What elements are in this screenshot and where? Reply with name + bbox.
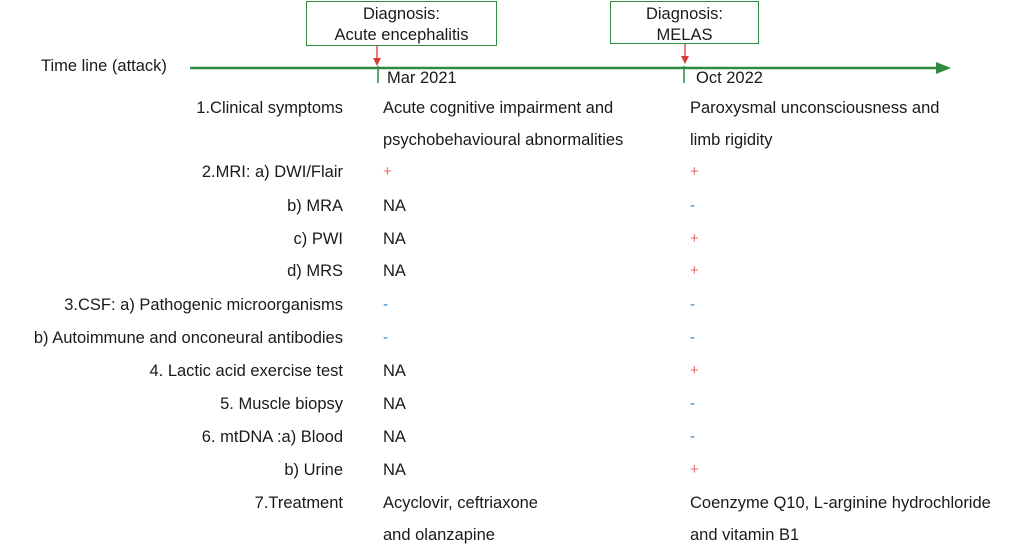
row-value-2022: + (690, 163, 699, 180)
event-2-date: Oct 2022 (696, 69, 763, 87)
diagnosis-2-line1: Diagnosis: (645, 5, 724, 23)
row-value-2022: - (690, 329, 695, 346)
row-value-2022: - (690, 197, 695, 214)
row-value-2022: + (690, 362, 699, 379)
row-label: 7.Treatment (254, 494, 343, 512)
value-line: Acute cognitive impairment and (383, 99, 614, 117)
row-value-2021: NA (383, 262, 406, 280)
row-value-2021: - (383, 296, 388, 313)
diagnosis-2-line2: MELAS (656, 26, 713, 44)
value-line: psychobehavioural abnormalities (383, 131, 624, 149)
row-label: 3.CSF: a) Pathogenic microorganisms (64, 296, 343, 314)
row-value-2021: NA (383, 461, 406, 479)
diagnosis-1-line2: Acute encephalitis (334, 26, 469, 44)
row-label: b) MRA (287, 197, 343, 215)
timeline-arrowhead (936, 62, 951, 74)
row-value-2022: Paroxysmal unconsciousness and limb rigi… (690, 92, 939, 156)
row-value-2021: + (383, 163, 392, 180)
event2-arrowhead (681, 56, 689, 64)
row-value-2021: - (383, 329, 388, 346)
row-label: b) Autoimmune and onconeural antibodies (33, 329, 343, 347)
row-value-2021: NA (383, 428, 406, 446)
row-value-2022: - (690, 428, 695, 445)
value-line: and olanzapine (383, 526, 495, 544)
diagnosis-1-line1: Diagnosis: (362, 5, 441, 23)
value-line: Coenzyme Q10, L-arginine hydrochloride (690, 494, 991, 512)
diagnosis-box-2: Diagnosis: MELAS (610, 1, 759, 44)
row-value-2022: Coenzyme Q10, L-arginine hydrochloride a… (690, 487, 991, 551)
row-label: 5. Muscle biopsy (220, 395, 343, 413)
row-value-2022: + (690, 230, 699, 247)
value-line: limb rigidity (690, 131, 773, 149)
diagnosis-box-1: Diagnosis: Acute encephalitis (306, 1, 497, 46)
timeline-label: Time line (attack) (41, 57, 167, 75)
row-label: 6. mtDNA :a) Blood (201, 428, 343, 446)
row-value-2021: Acyclovir, ceftriaxone and olanzapine (383, 487, 538, 551)
timeline-graphic (190, 44, 951, 83)
value-line: Acyclovir, ceftriaxone (383, 494, 538, 512)
row-value-2021: NA (383, 230, 406, 248)
value-line: and vitamin B1 (690, 526, 800, 544)
row-value-2021: NA (383, 362, 406, 380)
row-label: 2.MRI: a) DWI/Flair (201, 163, 343, 181)
row-label: c) PWI (293, 230, 344, 248)
row-value-2021: Acute cognitive impairment and psychobeh… (383, 92, 623, 156)
event-1-date: Mar 2021 (387, 69, 457, 87)
row-value-2022: - (690, 296, 695, 313)
row-value-2021: NA (383, 197, 406, 215)
row-label: b) Urine (284, 461, 343, 479)
row-label: d) MRS (287, 262, 343, 280)
row-value-2022: - (690, 395, 695, 412)
row-label: 4. Lactic acid exercise test (149, 362, 343, 380)
row-label: 1.Clinical symptoms (196, 99, 343, 117)
row-value-2022: + (690, 461, 699, 478)
row-value-2021: NA (383, 395, 406, 413)
event1-arrowhead (373, 58, 381, 66)
value-line: Paroxysmal unconsciousness and (690, 99, 940, 117)
row-value-2022: + (690, 262, 699, 279)
